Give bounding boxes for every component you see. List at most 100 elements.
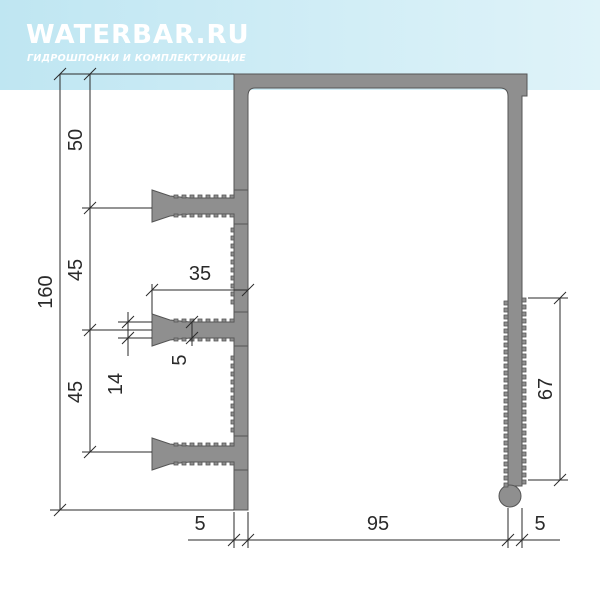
rib-tooth xyxy=(181,461,187,466)
rib-tooth xyxy=(197,337,203,342)
wall-serration xyxy=(521,423,527,429)
wall-serration xyxy=(503,342,509,348)
wall-tooth xyxy=(230,395,235,401)
wall-tooth xyxy=(230,411,235,417)
tick xyxy=(121,315,135,329)
brand-tagline: ГИДРОШПОНКИ И КОМПЛЕКТУЮЩИЕ xyxy=(27,53,246,64)
wall-serration xyxy=(503,349,509,355)
tick xyxy=(53,67,67,81)
rib-tooth xyxy=(213,213,219,218)
rib-tooth xyxy=(197,442,203,447)
rib-tooth xyxy=(213,194,219,199)
wall-tooth xyxy=(230,291,235,297)
tick xyxy=(553,291,567,305)
wall-serration xyxy=(503,356,509,362)
rib-tooth xyxy=(213,442,219,447)
wall-tooth xyxy=(230,419,235,425)
wall-serration xyxy=(503,384,509,390)
wall-serration xyxy=(521,395,527,401)
wall-serration xyxy=(521,332,527,338)
tick xyxy=(83,445,97,459)
wall-serration xyxy=(521,388,527,394)
wall-serration xyxy=(521,444,527,450)
wall-serration xyxy=(521,479,527,485)
wall-tooth xyxy=(230,363,235,369)
wall-serration xyxy=(521,409,527,415)
wall-serration xyxy=(503,426,509,432)
rib-tooth xyxy=(181,213,187,218)
tick xyxy=(121,331,135,345)
rib-tooth xyxy=(197,213,203,218)
rib-tooth xyxy=(221,337,227,342)
wall-serration xyxy=(521,297,527,303)
rib-tooth xyxy=(205,337,211,342)
wall-serration xyxy=(503,335,509,341)
rib-tooth xyxy=(205,318,211,323)
wall-serration xyxy=(503,412,509,418)
rib-tooth xyxy=(173,318,179,323)
tick xyxy=(83,67,97,81)
rib-tooth xyxy=(229,194,235,199)
tick xyxy=(241,283,255,297)
wall-serration xyxy=(521,430,527,436)
dim-label-rib-length: 35 xyxy=(189,263,211,285)
dim-label-inner-width: 95 xyxy=(367,513,389,535)
rib-tooth xyxy=(205,213,211,218)
rib-tooth xyxy=(181,318,187,323)
rib-tooth xyxy=(221,194,227,199)
dim-label-right-wall: 5 xyxy=(534,513,545,535)
wall-tooth xyxy=(230,251,235,257)
rib-tooth xyxy=(173,461,179,466)
wall-serration xyxy=(521,339,527,345)
wall-tooth xyxy=(230,403,235,409)
dim-label-top-segment: 50 xyxy=(65,129,87,151)
wall-serration xyxy=(503,363,509,369)
wall-serration xyxy=(503,482,509,488)
wall-tooth xyxy=(230,355,235,361)
wall-tooth xyxy=(230,267,235,273)
tick xyxy=(501,533,515,547)
wall-tooth xyxy=(230,371,235,377)
dim-label-middle-segment: 45 xyxy=(65,259,87,281)
wall-serration xyxy=(521,367,527,373)
rib-tooth xyxy=(221,461,227,466)
wall-serration xyxy=(503,461,509,467)
rib-tooth xyxy=(213,461,219,466)
dim-label-rib-thickness: 5 xyxy=(169,354,191,365)
wall-serration xyxy=(521,402,527,408)
dim-label-rib-spacing: 14 xyxy=(105,373,127,395)
wall-tooth xyxy=(230,227,235,233)
wall-serration xyxy=(521,451,527,457)
rib-tooth xyxy=(229,442,235,447)
rib-tooth xyxy=(213,318,219,323)
wall-serration xyxy=(521,472,527,478)
wall-serration xyxy=(521,353,527,359)
rib-tooth xyxy=(189,442,195,447)
tick xyxy=(553,473,567,487)
wall-serration xyxy=(521,304,527,310)
wall-serration xyxy=(503,328,509,334)
wall-tooth xyxy=(230,259,235,265)
dim-label-lower-segment: 45 xyxy=(65,381,87,403)
wall-serration xyxy=(521,437,527,443)
wall-serration xyxy=(503,398,509,404)
wall-serration xyxy=(503,370,509,376)
serrations xyxy=(173,194,527,488)
wall-tooth xyxy=(230,243,235,249)
rib-tooth xyxy=(205,442,211,447)
wall-tooth xyxy=(230,235,235,241)
wall-tooth xyxy=(230,275,235,281)
wall-tooth xyxy=(230,379,235,385)
wall-serration xyxy=(521,381,527,387)
wall-serration xyxy=(503,391,509,397)
rib-tooth xyxy=(229,461,235,466)
tick xyxy=(83,323,97,337)
rib-tooth xyxy=(189,213,195,218)
wall-tooth xyxy=(230,427,235,433)
brand-logo-text: WATERBAR.RU xyxy=(26,20,250,50)
rib-tooth xyxy=(197,461,203,466)
wall-serration xyxy=(521,465,527,471)
wall-serration xyxy=(521,325,527,331)
wall-serration xyxy=(503,440,509,446)
